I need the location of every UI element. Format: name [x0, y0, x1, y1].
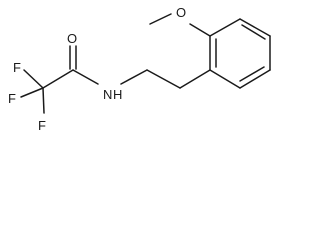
atom-labels: F F F O N H O	[8, 5, 186, 133]
bond-carbonyl-n	[72, 69, 99, 85]
atom-f-left: F	[8, 91, 16, 106]
bond-lines	[20, 13, 271, 114]
atom-h-amide: H	[113, 87, 122, 102]
structural-formula: F F F O N H O	[8, 5, 271, 133]
bond-cf3-carbonyl	[42, 69, 74, 89]
bond-c-f-bottom	[42, 87, 45, 114]
bond-n-ch2	[120, 69, 148, 85]
atom-f-bottom: F	[38, 118, 46, 133]
bond-ch2-ch2	[146, 69, 181, 89]
atom-f-top: F	[13, 60, 21, 75]
ring-bond-2	[209, 18, 241, 37]
ring-bond-3	[239, 18, 271, 37]
bond-c-f-top	[23, 69, 44, 89]
atom-o-carbonyl: O	[67, 31, 77, 46]
bond-ring-o-methoxy	[189, 23, 211, 37]
bond-o-methyl	[149, 13, 172, 25]
atom-o-methoxy: O	[176, 5, 186, 20]
atom-n-amide: N	[103, 87, 112, 102]
ring-inner-bond-3	[239, 66, 265, 82]
bond-ch2-ring	[179, 69, 211, 89]
ring-bond-6	[209, 69, 241, 89]
ring-inner-bond-2	[241, 24, 266, 40]
ring-bond-5	[239, 69, 271, 89]
bond-c-f-left	[20, 87, 44, 98]
